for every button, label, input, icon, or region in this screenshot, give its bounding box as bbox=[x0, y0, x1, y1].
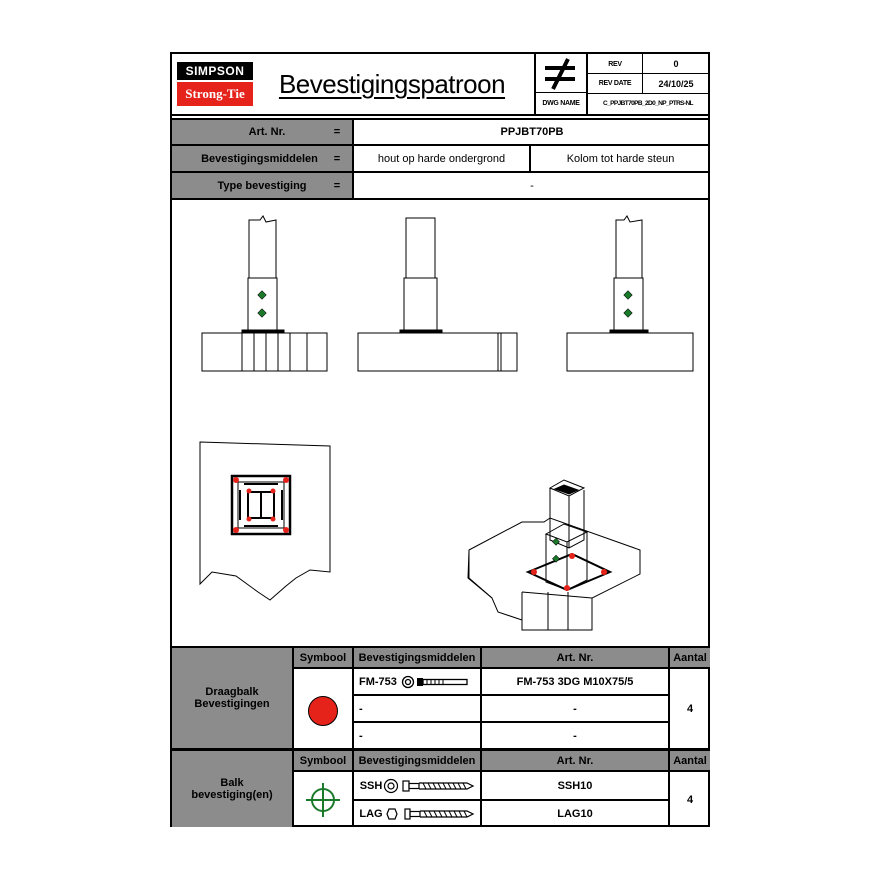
means-label: Bevestigingsmiddelen bbox=[201, 152, 318, 165]
table2-label-line2: bevestiging(en) bbox=[191, 789, 273, 801]
table1-col-means: Bevestigingsmiddelen bbox=[358, 651, 476, 664]
table1-col-art: Art. Nr. bbox=[556, 651, 594, 664]
screw-marker bbox=[257, 290, 267, 300]
anchor-marker bbox=[283, 477, 289, 483]
table1-label-line2: Bevestigingen bbox=[194, 698, 270, 710]
table1-art-0: FM-753 3DG M10X75/5 bbox=[516, 675, 634, 688]
means-value-2: Kolom tot harde steun bbox=[566, 152, 675, 165]
anchor-marker bbox=[569, 553, 575, 559]
hex-screw-icon bbox=[383, 778, 475, 793]
means-value-1: hout op harde ondergrond bbox=[377, 152, 506, 165]
anchor-marker bbox=[564, 585, 570, 591]
logo-strong-tie: Strong-Tie bbox=[177, 82, 253, 106]
table2-qty: 4 bbox=[686, 793, 694, 806]
anchor-marker bbox=[283, 527, 289, 533]
screw-marker bbox=[552, 554, 560, 563]
anchor-marker bbox=[246, 516, 252, 522]
anchor-marker bbox=[270, 488, 276, 494]
table2-means-0: SSH bbox=[359, 779, 383, 792]
anchor-marker bbox=[270, 516, 276, 522]
isometric-view bbox=[467, 479, 641, 631]
table2-col-symbol: Symbool bbox=[299, 754, 347, 767]
technical-drawings bbox=[199, 215, 694, 631]
anchor-marker bbox=[531, 569, 537, 575]
rev-date-label: REV DATE bbox=[598, 80, 632, 87]
dwg-name-label: DWG NAME bbox=[542, 99, 580, 107]
table1-col-symbol: Symbool bbox=[299, 651, 347, 664]
rev-value: 0 bbox=[673, 59, 679, 69]
table1-art-2: - bbox=[573, 729, 577, 742]
rev-date-value: 24/10/25 bbox=[658, 78, 694, 89]
drawing-sheet: SIMPSON Strong-Tie Bevestigingspatroon D… bbox=[170, 52, 710, 827]
table2-means-1: LAG bbox=[359, 808, 383, 820]
anchor-marker bbox=[233, 527, 239, 533]
equals-sign: = bbox=[333, 126, 341, 138]
table1-col-qty: Aantal bbox=[673, 651, 707, 664]
logo-simpson: SIMPSON bbox=[177, 62, 253, 80]
table2-col-means: Bevestigingsmiddelen bbox=[358, 754, 476, 767]
dwg-name-value: C_PPJBT70PB_2D0_NP_PTRS-NL bbox=[603, 100, 693, 107]
anchor-marker bbox=[233, 477, 239, 483]
lag-screw-icon bbox=[386, 808, 475, 820]
table2-art-0: SSH10 bbox=[557, 779, 593, 792]
table2-art-1: LAG10 bbox=[557, 808, 593, 820]
anchor-bolt-icon bbox=[401, 675, 468, 688]
table2-col-qty: Aantal bbox=[673, 754, 707, 767]
table1-qty: 4 bbox=[686, 702, 694, 715]
table2-row: SSH bbox=[354, 772, 480, 799]
plan-view bbox=[199, 441, 331, 601]
table2-row: LAG bbox=[354, 801, 480, 827]
anchor-marker bbox=[601, 569, 607, 575]
elevation-view-1 bbox=[201, 215, 328, 372]
elevation-view-2 bbox=[357, 217, 518, 372]
elevation-view-3 bbox=[566, 215, 694, 372]
equals-sign: = bbox=[333, 179, 341, 192]
crosshair-symbol-icon bbox=[306, 783, 340, 817]
table1-means-1: - bbox=[359, 702, 363, 715]
table2-col-art: Art. Nr. bbox=[556, 754, 594, 767]
table1-row-label: Draagbalk Bevestigingen bbox=[172, 648, 292, 748]
screw-marker bbox=[257, 308, 267, 318]
screw-marker bbox=[623, 308, 633, 318]
equals-sign: = bbox=[333, 152, 341, 165]
type-label: Type bevestiging bbox=[217, 179, 307, 192]
type-value: - bbox=[530, 179, 534, 192]
screw-marker bbox=[552, 537, 560, 546]
anchor-marker bbox=[246, 488, 252, 494]
table1-art-1: - bbox=[573, 702, 577, 715]
not-equal-icon bbox=[540, 56, 580, 92]
table2-label-line1: Balk bbox=[220, 777, 244, 789]
table1-means-0: FM-753 bbox=[359, 675, 397, 688]
page-title: Bevestigingspatroon bbox=[278, 68, 506, 99]
table1-means-2: - bbox=[359, 729, 363, 742]
screw-marker bbox=[623, 290, 633, 300]
rev-label: REV bbox=[608, 60, 622, 68]
table1-label-line1: Draagbalk bbox=[205, 686, 259, 698]
art-nr-label: Art. Nr. bbox=[248, 126, 286, 138]
table1-row: FM-753 bbox=[354, 669, 480, 694]
art-nr-value: PPJBT70PB bbox=[500, 126, 564, 138]
anchor-symbol-icon bbox=[308, 696, 338, 726]
table2-row-label: Balk bevestiging(en) bbox=[172, 751, 292, 827]
